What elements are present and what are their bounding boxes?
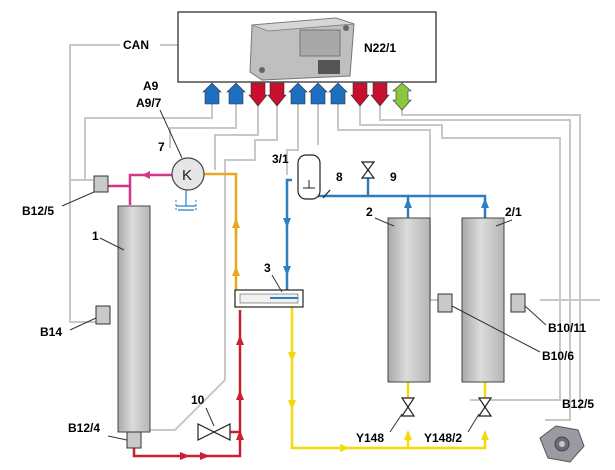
connector-blue-6 (308, 82, 328, 105)
label-b14: B14 (40, 325, 62, 339)
sensor-b12-5-left (93, 175, 109, 193)
label-a9-7: A9/7 (136, 96, 162, 110)
connector-green-10 (392, 82, 412, 111)
gas-cooler-2 (387, 217, 431, 383)
sensor-b12-4 (126, 431, 142, 449)
control-unit-n22-1: N22/1 (177, 11, 437, 83)
label-b10-6: B10/6 (542, 349, 574, 363)
label-a9: A9 (143, 79, 159, 93)
can-label: CAN (123, 38, 149, 52)
control-unit-image (249, 17, 355, 81)
label-8: 8 (336, 170, 343, 184)
label-2: 2 (366, 205, 373, 219)
label-b12-5-right: B12/5 (562, 397, 594, 411)
connector-blue-2 (226, 82, 246, 105)
label-b10-11: B10/11 (548, 321, 586, 335)
connector-row (202, 82, 412, 111)
valve-y148-2 (477, 397, 493, 417)
label-10: 10 (191, 393, 205, 407)
discharge-line (108, 173, 172, 205)
label-b12-4: B12/4 (68, 421, 100, 435)
label-1: 1 (92, 229, 99, 243)
valve-9 (360, 161, 376, 179)
label-2-1: 2/1 (505, 205, 522, 219)
sensor-b10-11 (510, 293, 526, 313)
label-y148: Y148 (356, 431, 384, 445)
label-9: 9 (390, 170, 397, 184)
flow-arrows (142, 171, 489, 460)
label-7: 7 (158, 140, 165, 154)
accumulator-3-1 (297, 154, 321, 200)
connector-red-4 (267, 82, 287, 107)
sensor-8 (322, 189, 331, 199)
connector-blue-7 (328, 82, 348, 105)
evaporator-line (285, 170, 487, 296)
label-3: 3 (264, 261, 271, 275)
control-unit-label: N22/1 (364, 41, 396, 55)
connector-red-3 (248, 82, 268, 107)
sensor-b10-6 (437, 293, 453, 313)
compressor-a9: K (171, 157, 205, 211)
heat-exchanger-3 (234, 289, 304, 308)
valve-y148 (400, 397, 416, 417)
sensor-b12-5-right (539, 425, 585, 463)
label-b12-5-left: B12/5 (22, 204, 54, 218)
signal-wiring (69, 44, 600, 431)
sensor-b14 (95, 305, 111, 325)
label-3-1: 3/1 (272, 152, 289, 166)
component-1-cylinder (117, 205, 151, 433)
connector-blue-1 (202, 82, 222, 105)
connector-blue-5 (288, 82, 308, 105)
connector-red-9 (370, 82, 390, 107)
gas-cooler-2-1 (461, 217, 505, 383)
compressor-symbol: K (182, 167, 192, 184)
connector-red-8 (350, 82, 370, 107)
label-y148-2: Y148/2 (424, 431, 462, 445)
expansion-valve-10 (197, 423, 231, 441)
